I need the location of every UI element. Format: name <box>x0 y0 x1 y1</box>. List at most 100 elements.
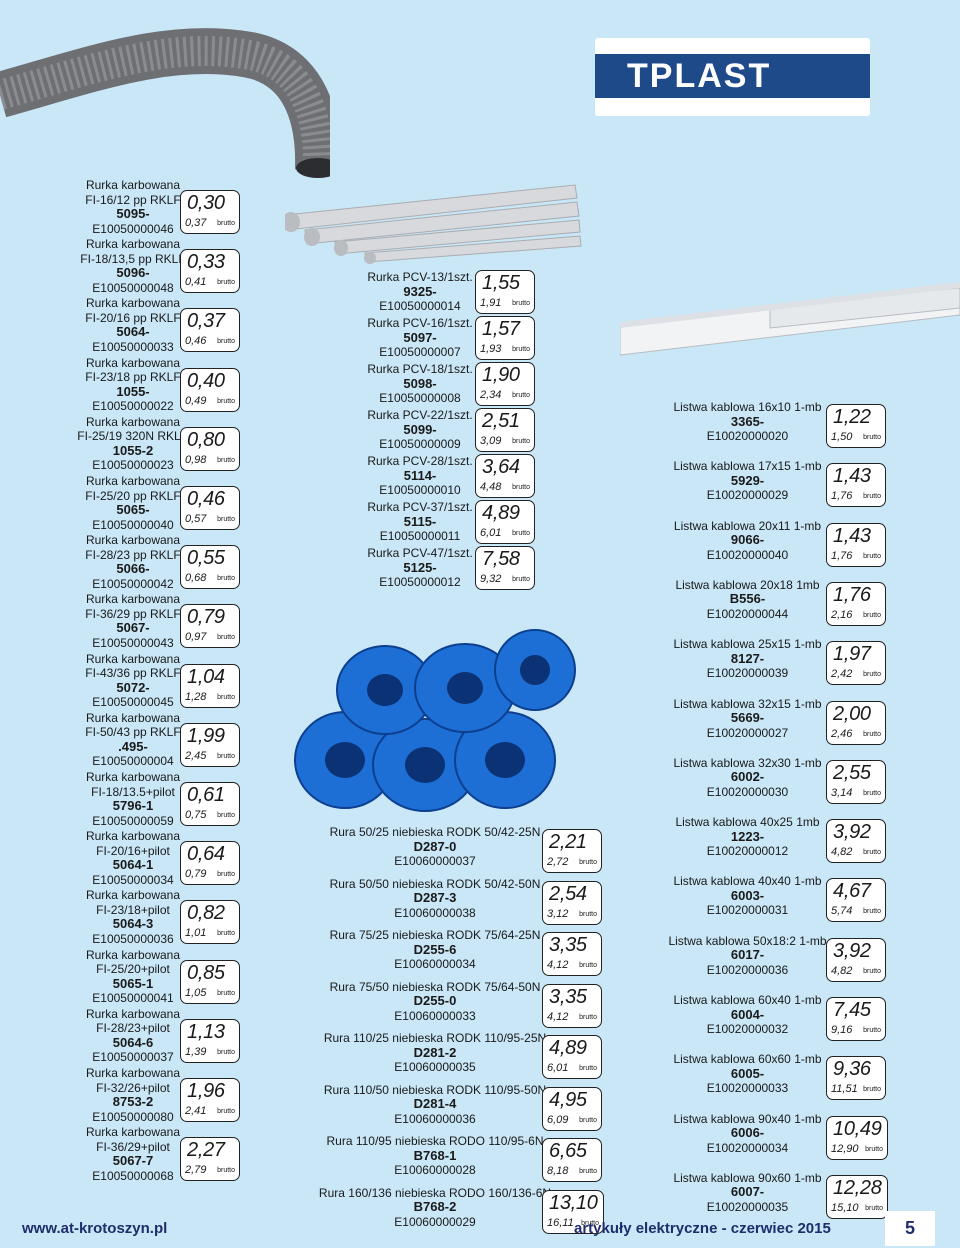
product-item: Rurka PCV-28/1szt.5114-E10050000010 <box>355 454 485 498</box>
product-ean: E10020000039 <box>706 666 789 681</box>
product-ean: E10020000032 <box>706 1022 789 1036</box>
product-code: D255-6 <box>413 941 457 957</box>
gross-price: 0,37 <box>185 217 207 229</box>
gross-label: brutto <box>217 516 235 523</box>
product-code: B768-2 <box>413 1199 457 1214</box>
product-code: D255-0 <box>413 993 457 1008</box>
product-ean: E10050000008 <box>379 391 461 405</box>
net-price: 0,30 <box>187 192 225 214</box>
corrugated-pipe-image <box>0 27 330 178</box>
product-code: 5929- <box>730 472 765 488</box>
net-price: 0,55 <box>187 547 225 570</box>
product-code: 6007- <box>730 1184 765 1200</box>
product-description: Rurka karbowana <box>85 237 181 252</box>
gross-label: brutto <box>217 1108 235 1115</box>
gross-label: brutto <box>512 530 530 537</box>
net-price: 1,99 <box>187 724 225 747</box>
net-price: 7,58 <box>482 548 520 570</box>
product-code: 5125- <box>403 559 437 575</box>
gross-label: brutto <box>863 671 881 679</box>
gross-label: brutto <box>863 434 881 441</box>
product-ean: E10050000059 <box>92 813 174 828</box>
gross-label: brutto <box>863 611 881 619</box>
product-description: FI-20/16+pilot <box>96 843 170 858</box>
product-description: Rurka karbowana <box>85 355 181 370</box>
gross-label: brutto <box>512 346 530 353</box>
product-description: FI-25/20 pp RKLF <box>85 488 181 503</box>
gross-label: brutto <box>863 493 881 501</box>
product-description: Listwa kablowa 20x18 1mb <box>675 577 820 592</box>
net-price: 2,21 <box>549 831 587 853</box>
product-code: 9325- <box>403 283 437 299</box>
website-link[interactable]: www.at-krotoszyn.pl <box>22 1220 168 1237</box>
net-price: 0,46 <box>187 488 225 510</box>
net-price: 0,79 <box>187 606 225 629</box>
product-description: Rurka karbowana <box>85 414 181 429</box>
net-price: 2,54 <box>549 882 587 905</box>
product-description: Listwa kablowa 60x60 1-mb <box>673 1052 822 1067</box>
product-description: Rura 110/50 niebieska RODK 110/95-50N <box>323 1082 547 1097</box>
gross-price: 2,42 <box>831 668 853 681</box>
gross-price: 4,12 <box>547 1010 569 1023</box>
gross-price: 2,72 <box>547 856 569 868</box>
gross-label: brutto <box>581 1219 599 1227</box>
product-code: 5097- <box>403 329 437 345</box>
net-price: 1,96 <box>187 1080 225 1102</box>
gross-price: 2,16 <box>831 608 853 621</box>
product-code: 8753-2 <box>112 1094 154 1109</box>
product-description: Rurka karbowana <box>85 829 181 844</box>
gross-price: 9,32 <box>480 573 502 585</box>
gross-label: brutto <box>217 930 235 938</box>
gross-price: 3,09 <box>480 435 502 447</box>
gross-label: brutto <box>865 1204 883 1212</box>
net-price: 12,28 <box>833 1176 882 1199</box>
product-description: Rura 160/136 niebieska RODO 160/136-6N <box>318 1185 552 1200</box>
gross-label: brutto <box>863 552 881 560</box>
product-ean: E10020000033 <box>706 1081 789 1096</box>
product-ean: E10050000033 <box>92 339 174 354</box>
product-description: Rura 50/25 niebieska RODK 50/42-25N <box>329 825 541 839</box>
net-price: 4,67 <box>833 880 871 903</box>
net-price: 0,80 <box>187 428 225 451</box>
net-price: 1,04 <box>187 665 225 688</box>
product-description: FI-36/29 pp RKLF <box>85 606 181 621</box>
page-footer: www.at-krotoszyn.pl artykuły elektryczne… <box>0 1208 960 1248</box>
product-description: Listwa kablowa 25x15 1-mb <box>673 637 822 652</box>
product-code: 5098- <box>403 375 437 391</box>
gross-label: brutto <box>217 397 235 405</box>
product-code: 5065-1 <box>112 975 154 991</box>
product-code: 5064- <box>116 324 150 340</box>
product-code: 5064-3 <box>112 916 154 932</box>
product-ean: E10050000040 <box>92 517 174 532</box>
gross-label: brutto <box>865 1145 883 1153</box>
gross-price: 9,16 <box>831 1024 853 1036</box>
product-description: Listwa kablowa 32x15 1-mb <box>673 696 822 711</box>
product-ean: E10060000029 <box>394 1214 476 1229</box>
product-code: 5064-6 <box>112 1034 154 1050</box>
gross-label: brutto <box>863 1086 881 1094</box>
product-code: D281-4 <box>413 1096 457 1111</box>
net-price: 1,13 <box>187 1020 225 1043</box>
net-price: 1,22 <box>833 406 871 428</box>
product-code: 5095- <box>116 206 150 221</box>
product-code: 1223- <box>730 828 765 844</box>
